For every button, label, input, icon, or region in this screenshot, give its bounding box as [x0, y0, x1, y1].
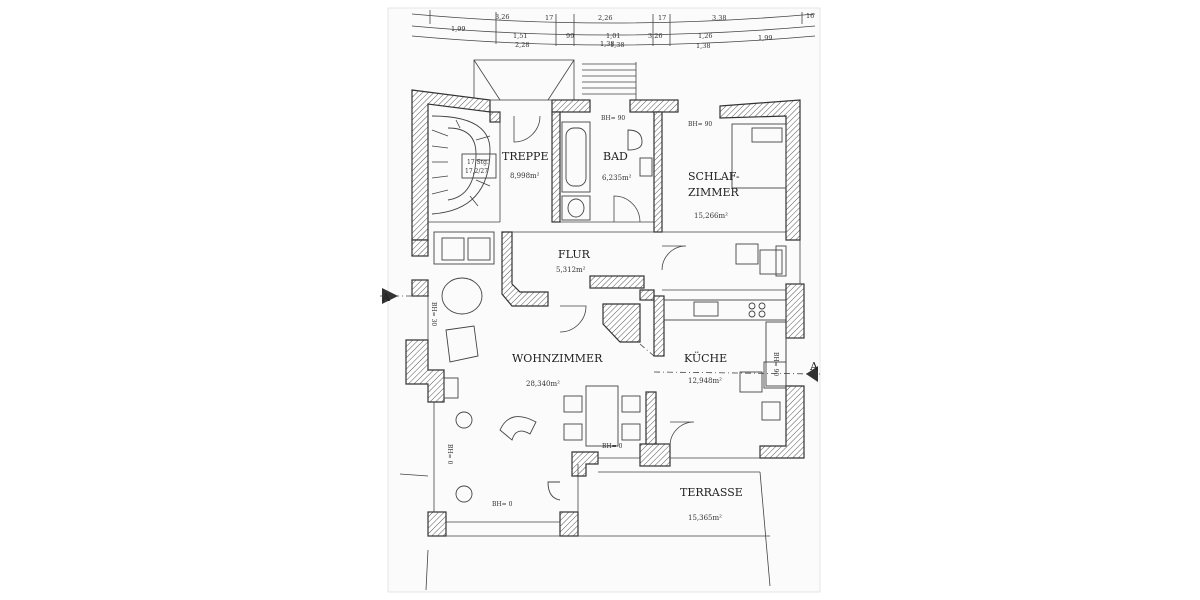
room-area-kueche: 12,948m² [688, 377, 722, 385]
dim-bot-2: 1,38 [610, 41, 624, 49]
wohn-bottom-window-note: BH= 0 [492, 501, 513, 508]
interior-lines [427, 112, 801, 523]
room-area-wohnzimmer: 28,340m² [526, 380, 560, 388]
dim-mid-1: 1,99 [451, 25, 465, 33]
dim-mid-7: 3,26 [648, 32, 662, 40]
room-name-schlafzimmer-2: ZIMMER [688, 186, 740, 199]
terrace [399, 471, 771, 591]
room-name-bad: BAD [603, 150, 628, 163]
section-marker-left: A [381, 291, 391, 304]
bath-fixtures: BH= 90 [561, 115, 653, 221]
wohn-window-note: BH= 30 [430, 302, 437, 326]
room-name-terrasse: TERRASSE [680, 486, 743, 499]
dim-top-4: 17 [658, 14, 666, 22]
entrance-steps [473, 59, 637, 101]
dim-mid-2: 1,51 [513, 32, 527, 40]
room-area-treppe: 8,998m² [510, 172, 540, 180]
living-furniture: BH= 30 BH= 0 BH= 0 BH= 0 [430, 231, 641, 508]
bad-window-note: BH= 90 [601, 115, 625, 122]
spiral-staircase: 17 Stg. 17,2/27 [431, 115, 497, 215]
stair-steps-label: 17 Stg. [467, 159, 489, 166]
kueche-window-note: BH= 90 [772, 352, 779, 376]
room-area-flur: 5,312m² [556, 266, 586, 274]
dim-mid-4: 1,01 [606, 32, 620, 40]
dim-mid-6: 1,99 [758, 34, 772, 42]
dim-top-3: 2,26 [598, 14, 612, 22]
section-line: A A [380, 288, 821, 382]
room-name-treppe: TREPPE [502, 150, 548, 163]
walls [405, 89, 805, 537]
room-area-bad: 6,235m² [602, 174, 632, 182]
room-area-schlafzimmer: 15,266m² [694, 212, 728, 220]
dim-mid-8: 1,38 [600, 40, 614, 48]
dim-top-6: 16 [806, 12, 814, 20]
dim-mid-3: 99 [566, 32, 574, 40]
room-labels: TREPPE 8,998m² BAD 6,235m² SCHLAF- ZIMME… [502, 150, 743, 522]
wohn-door-note: BH= 0 [602, 443, 623, 450]
dim-bot-1: 2,28 [515, 41, 529, 49]
dim-mid-5: 1,26 [698, 32, 712, 40]
room-name-flur: FLUR [558, 248, 591, 261]
section-arrow-right-icon [806, 366, 818, 382]
room-area-terrasse: 15,365m² [688, 514, 722, 522]
section-arrow-left-icon [382, 288, 398, 304]
dimension-chain: 3,26 17 2,26 17 3,38 16 1,99 1,51 99 1,0… [411, 10, 816, 50]
room-name-schlafzimmer-1: SCHLAF- [688, 170, 740, 183]
bedroom-furniture: BH= 90 [688, 121, 787, 277]
room-name-wohnzimmer: WOHNZIMMER [512, 352, 603, 365]
stair-ratio-label: 17,2/27 [465, 168, 488, 175]
schlaf-window-note: BH= 90 [688, 121, 712, 128]
dim-bot-3: 1,38 [696, 42, 710, 50]
dim-top-1: 3,26 [495, 13, 509, 21]
room-name-kueche: KÜCHE [684, 351, 727, 365]
dim-top-2: 17 [545, 14, 553, 22]
door-swings [513, 115, 695, 447]
section-marker-right: A [809, 360, 819, 373]
kitchen-fixtures: BH= 90 [663, 299, 787, 421]
wohn-low-window-note: BH= 0 [446, 444, 453, 465]
dim-top-5: 3,38 [712, 14, 726, 22]
